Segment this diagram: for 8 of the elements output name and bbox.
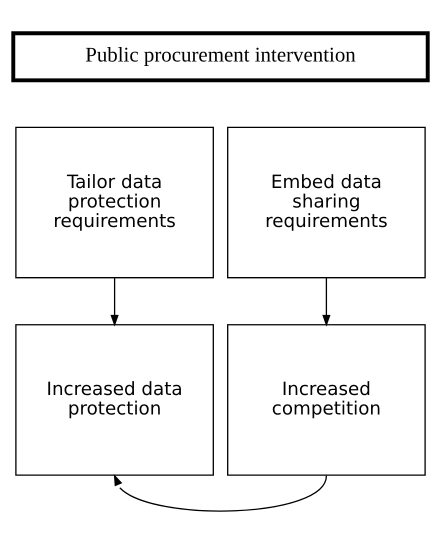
arrow	[110, 278, 119, 327]
arrow	[114, 474, 328, 512]
node-box: Embed data sharing requirements	[227, 126, 426, 278]
node-box: Tailor data protection requirements	[15, 126, 214, 278]
arrow	[322, 278, 331, 327]
node-box: Increased data protection	[15, 324, 214, 476]
node-box: Increased competition	[227, 324, 426, 476]
node-box: Public procurement intervention	[11, 31, 430, 82]
